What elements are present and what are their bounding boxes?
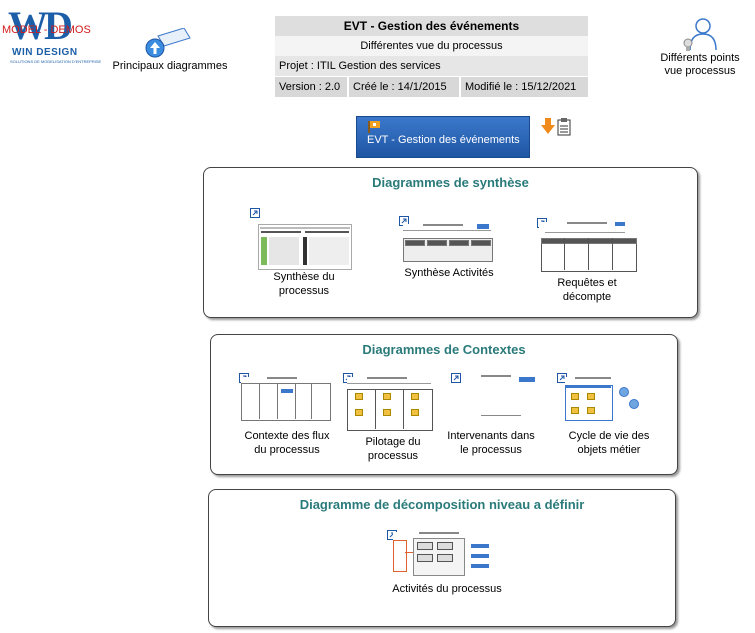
thumbnail	[258, 224, 352, 270]
process-header-table: EVT - Gestion des événements Différentes…	[275, 16, 588, 97]
shortcut-icon	[451, 373, 461, 383]
down-arrow-icon[interactable]	[541, 117, 555, 135]
process-button-label: EVT - Gestion des événements	[367, 134, 520, 146]
logo-demo-overlay: MODEL - DEMOS	[2, 24, 91, 36]
process-subtitle: Différentes vue du processus	[275, 36, 588, 56]
thumbnail	[241, 377, 331, 421]
flag-icon	[368, 121, 380, 133]
up-arrow-cap-icon	[145, 28, 191, 58]
shortcut-icon	[250, 208, 260, 218]
project-name: Projet : ITIL Gestion des services	[275, 56, 588, 76]
clipboard-icon[interactable]	[557, 118, 571, 136]
section-synthese-title: Diagrammes de synthèse	[372, 175, 529, 190]
points-of-view-label: Différents points vue processus	[660, 52, 740, 77]
diagram-caption: Synthèse Activités	[404, 267, 494, 279]
diagram-contexte-flux[interactable]: Contexte des flux du processus	[239, 373, 339, 473]
thumbnail	[539, 222, 637, 272]
points-of-view-link[interactable]: Différents points vue processus	[650, 16, 750, 86]
section-contextes: Diagrammes de Contextes Contexte des flu…	[210, 334, 678, 475]
modified-date: Modifié le : 15/12/2021	[461, 77, 588, 97]
diagram-synthese-processus[interactable]: Synthèse du processus	[250, 208, 360, 308]
diagram-intervenants-processus[interactable]: Intervenants dans le processus	[447, 373, 551, 473]
thumbnail	[565, 377, 641, 421]
process-actions	[541, 117, 571, 136]
diagram-cycle-vie-objets[interactable]: Cycle de vie des objets métier	[557, 373, 667, 473]
thumbnail	[471, 375, 541, 423]
created-date: Créé le : 14/1/2015	[349, 77, 461, 97]
version-label: Version : 2.0	[275, 77, 349, 97]
thumbnail	[347, 377, 433, 431]
section-contextes-title: Diagrammes de Contextes	[362, 342, 526, 357]
thumbnail	[403, 224, 493, 262]
section-decomposition: Diagramme de décomposition niveau a défi…	[208, 489, 676, 627]
diagram-pilotage-processus[interactable]: Pilotage du processus	[343, 373, 443, 473]
user-badge-icon	[683, 18, 717, 51]
diagram-requetes-decompte[interactable]: Requêtes et décompte	[537, 218, 637, 313]
main-diagrams-link[interactable]: Principaux diagrammes	[110, 28, 230, 78]
thumbnail	[393, 532, 497, 576]
logo-initials: WD	[8, 3, 73, 48]
diagram-activites-processus[interactable]: Activités du processus	[387, 530, 507, 620]
version-row: Version : 2.0 Créé le : 14/1/2015 Modifi…	[275, 77, 588, 97]
main-diagrams-label: Principaux diagrammes	[112, 60, 228, 72]
section-synthese: Diagrammes de synthèse Synthèse du proce…	[203, 167, 698, 318]
diagram-caption: Cycle de vie des objets métier	[568, 430, 650, 456]
diagram-caption: Synthèse du processus	[273, 271, 335, 297]
diagram-caption: Pilotage du processus	[365, 436, 421, 462]
diagram-caption: Activités du processus	[392, 583, 502, 595]
diagram-synthese-activites[interactable]: Synthèse Activités	[399, 216, 499, 286]
logo-tagline: SOLUTIONS DE MODELISATION D'ENTREPRISE	[10, 59, 102, 64]
windesign-logo: WD MODEL - DEMOS WIN DESIGN SOLUTIONS DE…	[0, 3, 101, 66]
diagram-caption: Requêtes et décompte	[557, 277, 617, 303]
section-decomposition-title: Diagramme de décomposition niveau a défi…	[299, 497, 585, 512]
diagram-caption: Intervenants dans le processus	[447, 430, 535, 456]
process-title: EVT - Gestion des événements	[275, 16, 588, 36]
diagram-caption: Contexte des flux du processus	[244, 430, 330, 456]
process-button[interactable]: EVT - Gestion des événements	[356, 116, 530, 158]
logo-brand: WIN DESIGN	[12, 47, 78, 58]
